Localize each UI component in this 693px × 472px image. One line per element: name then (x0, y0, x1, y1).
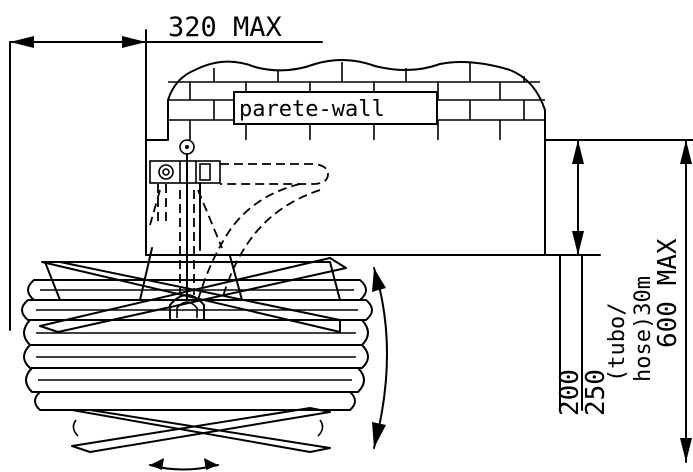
hose-reel (21, 257, 373, 453)
width-dimension: 320 MAX (9, 12, 323, 331)
mounting-outline (145, 139, 546, 256)
height-dimension: 600 MAX 200 250 (tubo/ hose)30m (544, 139, 693, 463)
hose-label-line2: hose)30m (631, 276, 656, 382)
swing-paths (149, 163, 329, 301)
support-arms (139, 153, 243, 301)
dimension-200-label: 200 (555, 369, 585, 416)
inlet-valve (149, 139, 221, 184)
rotation-arrows (149, 267, 388, 471)
hose-label-line1: (tubo/ (605, 303, 630, 382)
wall-label: parete-wall (239, 97, 385, 122)
width-dimension-label: 320 MAX (168, 12, 282, 43)
wall: parete-wall (145, 59, 693, 141)
dimension-250-label: 250 (581, 369, 611, 416)
height-dimension-label: 600 MAX (653, 238, 683, 348)
